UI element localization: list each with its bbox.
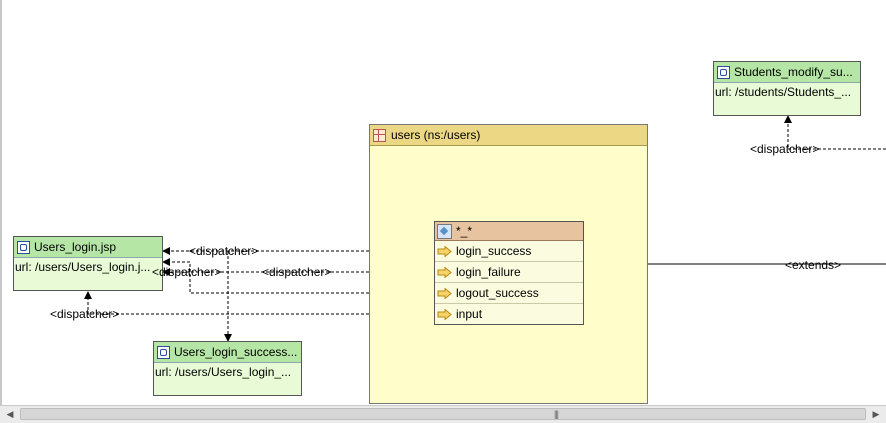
package-users[interactable]: users (ns:/users) — [369, 124, 648, 404]
grip-icon: ||| — [554, 409, 559, 419]
result-label: login_failure — [456, 265, 521, 279]
jsp-page-icon — [717, 65, 730, 79]
node-title: Users_login.jsp — [34, 240, 117, 254]
node-url: url: /users/Users_login_... — [155, 365, 292, 379]
jsp-page-icon — [17, 240, 30, 254]
scrollbar-thumb[interactable]: ||| — [20, 408, 866, 420]
edge-label-dispatcher: <dispatcher> — [262, 265, 332, 279]
result-arrow-icon — [437, 308, 452, 320]
result-row[interactable]: login_success — [435, 241, 583, 262]
action-title: *_* — [456, 224, 473, 238]
action-icon — [437, 223, 452, 239]
node-users-login[interactable]: Users_login.jsp url: /users/Users_login.… — [13, 236, 163, 291]
result-row[interactable]: input — [435, 304, 583, 324]
edge-label-dispatcher: <dispatcher> — [750, 142, 820, 156]
horizontal-scrollbar[interactable]: ◀ ||| ▶ — [0, 405, 886, 423]
edge-label-dispatcher: <dispatcher> — [152, 265, 222, 279]
edge-label-dispatcher: <dispatcher> — [189, 244, 259, 258]
result-arrow-icon — [437, 287, 452, 299]
scroll-right-icon[interactable]: ▶ — [872, 409, 880, 419]
diagram-canvas[interactable]: Students_modify_su... url: /students/Stu… — [0, 0, 886, 405]
result-arrow-icon — [437, 266, 452, 278]
node-url: url: /users/Users_login.j... — [15, 260, 151, 274]
edge-to-students-modify — [784, 115, 886, 150]
node-users-login-success[interactable]: Users_login_success... url: /users/Users… — [153, 341, 302, 396]
action-wildcard[interactable]: *_* login_success login_failure logout_s… — [434, 221, 584, 325]
package-title: users (ns:/users) — [391, 128, 481, 142]
package-icon — [373, 128, 386, 142]
jsp-page-icon — [157, 345, 170, 359]
edge-label-dispatcher: <dispatcher> — [50, 307, 120, 321]
node-title: Users_login_success... — [174, 345, 298, 359]
node-students-modify[interactable]: Students_modify_su... url: /students/Stu… — [713, 61, 861, 116]
edge-label-extends: <extends> — [785, 258, 842, 272]
result-label: login_success — [456, 244, 532, 258]
scroll-left-icon[interactable]: ◀ — [6, 409, 14, 419]
result-row[interactable]: login_failure — [435, 262, 583, 283]
result-label: logout_success — [456, 286, 539, 300]
node-title: Students_modify_su... — [734, 65, 853, 79]
result-arrow-icon — [437, 245, 452, 257]
edge-logout-success — [162, 258, 434, 294]
node-url: url: /students/Students_... — [715, 85, 852, 99]
left-edge — [0, 0, 2, 405]
result-row[interactable]: logout_success — [435, 283, 583, 304]
edge-input — [84, 291, 434, 315]
result-label: input — [456, 307, 483, 321]
